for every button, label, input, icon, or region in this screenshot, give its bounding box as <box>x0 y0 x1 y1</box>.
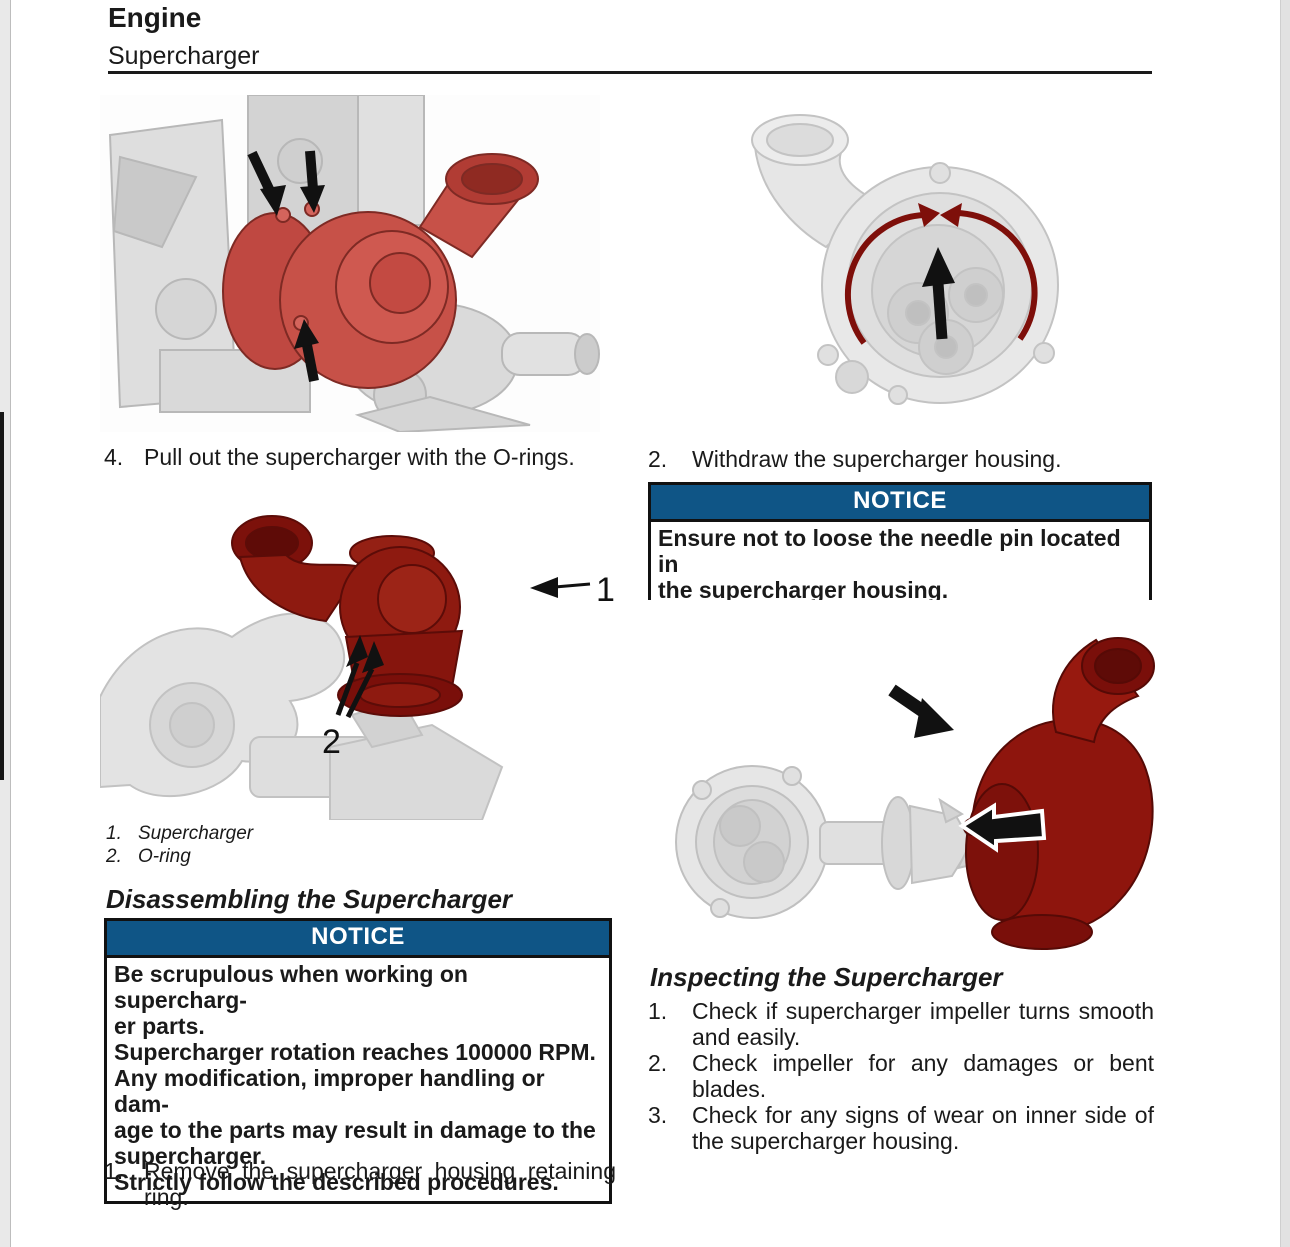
bolt-arrow-icons <box>247 150 325 382</box>
housing-arrow-icon <box>888 684 954 738</box>
step-text-line: the supercharger housing. <box>692 1128 960 1154</box>
step-text-line: Check impeller for any damages or bent <box>692 1050 1154 1076</box>
step-text-line: Check if supercharger impeller turns smo… <box>692 998 1154 1024</box>
step-text-line: and easily. <box>692 1024 801 1050</box>
callout-2-label: 2 <box>322 723 341 761</box>
step-text: Check impeller for any damages or bent b… <box>692 1050 1154 1102</box>
header-divider <box>108 71 1152 74</box>
step-text: Check for any signs of wear on inner sid… <box>692 1102 1154 1154</box>
notice-line: Be scrupulous when working on supercharg… <box>114 961 468 1013</box>
step-withdraw-housing: 2. Withdraw the supercharger housing. <box>648 446 1154 472</box>
caption-2-label: O-ring <box>138 846 191 867</box>
scrollbar-thumb[interactable] <box>0 412 4 780</box>
notice-line: age to the parts may result in damage to… <box>114 1117 596 1143</box>
inspect-item-2: 2. Check impeller for any damages or ben… <box>648 1050 1154 1102</box>
notice-line: supercharger. <box>114 1143 267 1169</box>
heading-disassembling: Disassembling the Supercharger <box>106 884 513 914</box>
step-number: 2. <box>648 1050 668 1076</box>
notice-title: NOTICE <box>651 485 1149 522</box>
step-text-line: blades. <box>692 1076 767 1102</box>
scrollbar-track[interactable] <box>0 0 11 1247</box>
callout-1-arrow-icon <box>530 577 591 598</box>
supercharger-on-engine-illustration <box>100 94 600 434</box>
step-text: Pull out the supercharger with the O-rin… <box>144 444 575 470</box>
step-number: 1. <box>104 1158 124 1184</box>
section-title: Engine <box>108 2 202 33</box>
inspect-item-1: 1. Check if supercharger impeller turns … <box>648 998 1154 1050</box>
step-text: Check if supercharger impeller turns smo… <box>692 998 1154 1050</box>
housing-illustration <box>640 95 1160 445</box>
notice-box-needle-pin: NOTICE Ensure not to loose the needle pi… <box>648 482 1152 612</box>
notice-line: Strictly follow the described procedures… <box>114 1169 559 1195</box>
notice-title: NOTICE <box>107 921 609 958</box>
pin-arrow-icon <box>958 802 1047 853</box>
figure-caption: 1. Supercharger 2. O-ring <box>106 822 253 868</box>
step-text-line: Remove the supercharger housing retainin… <box>144 1158 616 1184</box>
step-text: Withdraw the supercharger housing. <box>692 446 1062 472</box>
page-right-edge <box>1280 0 1290 1247</box>
step-number: 4. <box>104 444 124 470</box>
housing-impeller-illustration <box>640 600 1160 960</box>
callout-1-label: 1 <box>596 571 615 609</box>
notice-line: er parts. <box>114 1013 205 1039</box>
step-text-line: Check for any signs of wear on inner sid… <box>692 1102 1154 1128</box>
step-number: 3. <box>648 1102 668 1128</box>
caption-1-number: 1. <box>106 823 122 844</box>
withdraw-arrow-icon <box>922 247 955 340</box>
heading-inspecting: Inspecting the Supercharger <box>650 962 1003 992</box>
notice-line: Supercharger rotation reaches 100000 RPM… <box>114 1039 596 1065</box>
notice-line: Any modification, improper handling or d… <box>114 1065 545 1117</box>
caption-1-label: Supercharger <box>138 823 254 844</box>
step-number: 2. <box>648 446 668 472</box>
step-number: 1. <box>648 998 668 1024</box>
caption-2-number: 2. <box>106 846 122 867</box>
figure-supercharger-removal <box>100 94 600 437</box>
inspect-item-3: 3. Check for any signs of wear on inner … <box>648 1102 1154 1154</box>
notice-line: Ensure not to loose the needle pin locat… <box>658 525 1121 577</box>
step-text: Remove the supercharger housing retainin… <box>144 1158 616 1210</box>
step-remove-retaining-ring: 1. Remove the supercharger housing retai… <box>104 1158 616 1210</box>
notice-body: Ensure not to loose the needle pin locat… <box>651 522 1149 609</box>
notice-line: the supercharger housing. <box>658 577 949 603</box>
step-text-line: ring. <box>144 1184 189 1210</box>
notice-box-disassembling: NOTICE Be scrupulous when working on sup… <box>104 918 612 1204</box>
supercharger-callout-illustration: 1 2 <box>99 485 620 821</box>
retaining-ring-arrow-icons <box>844 203 1038 345</box>
figure-supercharger-housing <box>640 95 1160 450</box>
figure-housing-inspection <box>640 600 1160 965</box>
figure-supercharger-orings: 1 2 <box>99 485 620 825</box>
section-subtitle: Supercharger <box>108 42 260 70</box>
step-pull-out-supercharger: 4. Pull out the supercharger with the O-… <box>104 444 616 470</box>
callout-2-arrow-icons <box>335 635 384 719</box>
notice-body: Be scrupulous when working on supercharg… <box>107 958 609 1201</box>
